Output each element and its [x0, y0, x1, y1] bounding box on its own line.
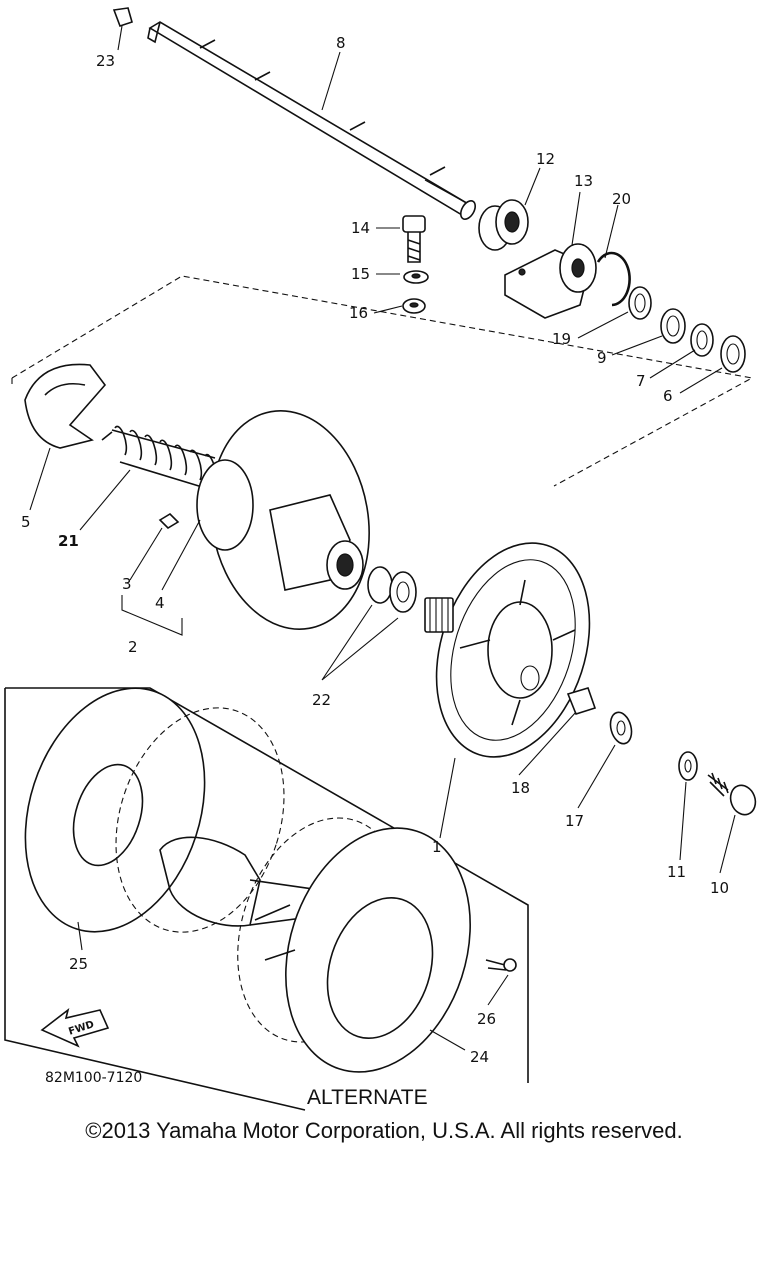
callout-17: 17 [565, 812, 584, 830]
drawing-code: 82M100-7120 [45, 1070, 142, 1086]
callout-16: 16 [349, 304, 368, 322]
nut-part-16[interactable] [402, 298, 426, 314]
callout-11: 11 [667, 863, 686, 881]
washer-part-6[interactable] [720, 335, 746, 373]
callout-2: 2 [128, 638, 138, 656]
washer-part-17[interactable] [607, 710, 635, 746]
spring-part-21[interactable] [101, 425, 218, 491]
bolt-part-14[interactable] [402, 215, 426, 263]
callout-26: 26 [477, 1010, 496, 1028]
callout-15: 15 [351, 265, 370, 283]
callout-13: 13 [574, 172, 593, 190]
shaft-part-8[interactable] [147, 21, 478, 222]
callout-6: 6 [663, 387, 673, 405]
callout-18: 18 [511, 779, 530, 797]
callout-5: 5 [21, 513, 31, 531]
callout-20: 20 [612, 190, 631, 208]
copyright-notice: ©2013 Yamaha Motor Corporation, U.S.A. A… [85, 1118, 683, 1143]
alternate-label: ALTERNATE [307, 1086, 428, 1109]
callout-23: 23 [96, 52, 115, 70]
callout-9: 9 [597, 349, 607, 367]
washer-part-11[interactable] [678, 751, 698, 781]
alternate-sheave-part-25[interactable] [0, 665, 326, 955]
callout-21: 21 [58, 532, 79, 550]
forward-arrow-icon: FWD [40, 1007, 110, 1048]
alternate-sheave-part-24[interactable] [210, 797, 500, 1097]
cap-part-23[interactable] [112, 7, 133, 28]
callout-8: 8 [336, 34, 346, 52]
callout-7: 7 [636, 372, 646, 390]
bolt-part-10[interactable] [707, 772, 759, 818]
callout-10: 10 [710, 879, 729, 897]
clip-part-20[interactable] [596, 251, 631, 307]
callout-4: 4 [155, 594, 165, 612]
callout-12: 12 [536, 150, 555, 168]
callout-14: 14 [351, 219, 370, 237]
washer-part-22[interactable] [367, 566, 417, 613]
bearing-part-12[interactable] [478, 199, 529, 251]
washer-part-9[interactable] [660, 308, 686, 344]
washer-part-15[interactable] [403, 270, 429, 284]
callout-25: 25 [69, 955, 88, 973]
alternate-box [4, 687, 529, 1111]
leader-lines [29, 25, 736, 1051]
washer-part-7[interactable] [690, 323, 714, 357]
callout-1: 1 [432, 838, 442, 856]
callout-3: 3 [122, 575, 132, 593]
sheave-part-1[interactable] [411, 523, 616, 777]
bracket-part-13[interactable] [504, 243, 597, 319]
sheave-part-2[interactable] [194, 398, 386, 642]
key-part-3[interactable] [158, 512, 180, 530]
callout-22: 22 [312, 691, 331, 709]
callout-24: 24 [470, 1048, 489, 1066]
cam-part-5[interactable] [24, 363, 107, 449]
washer-part-19[interactable] [628, 286, 652, 320]
collar-part-18[interactable] [566, 687, 597, 715]
bolt-part-26[interactable] [485, 958, 517, 972]
callout-19: 19 [552, 330, 571, 348]
